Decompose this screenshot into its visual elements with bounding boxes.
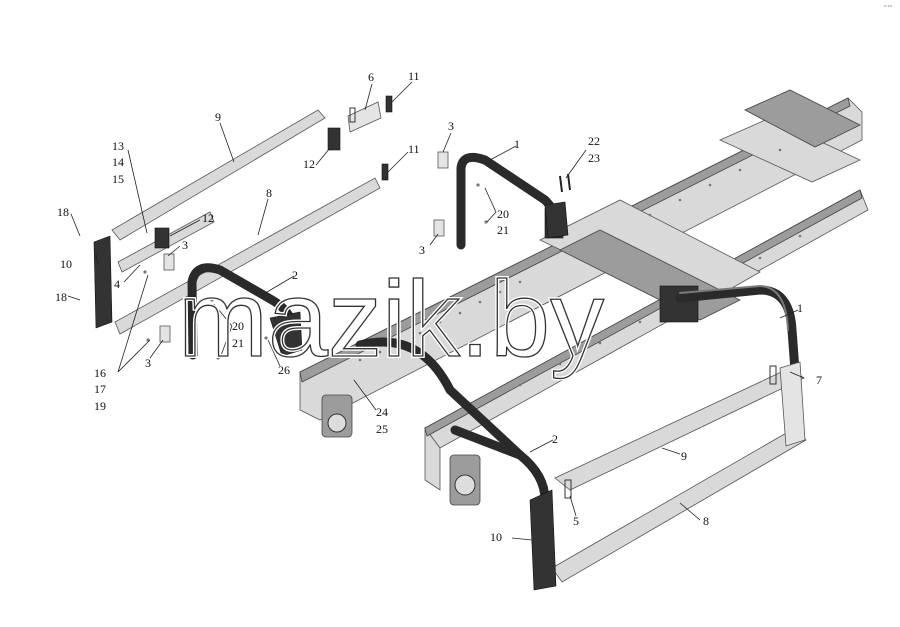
label-11-lower: 11 [408,142,420,156]
tow-hook-right [449,454,481,506]
label-8-exploded: 8 [266,186,272,200]
part-6-clamp [347,101,382,133]
part-bolts-22-23 [559,173,571,193]
label-9-installed: 9 [681,449,687,463]
label-23: 23 [588,151,600,165]
part-3-a [437,151,449,169]
part-bracket-1 [456,152,569,250]
label-3-c: 3 [182,238,188,252]
part-bar-9 [111,109,326,241]
part-11-upper [385,95,393,113]
part-12-upper [327,127,341,151]
label-8-installed: 8 [703,514,709,528]
label-9-exploded: 9 [215,110,221,124]
label-11-upper: 11 [408,69,420,83]
label-2-exploded: 2 [292,268,298,282]
label-18-top: 18 [57,205,69,219]
label-26: 26 [278,363,290,377]
label-22: 22 [588,134,600,148]
label-24: 24 [376,405,388,419]
label-2-installed: 2 [552,432,558,446]
label-10-installed: 10 [490,530,502,544]
label-20-right: 20 [497,207,509,221]
part-bar-8 [114,177,381,335]
label-12-lower: 12 [202,211,214,225]
label-1-right: 1 [797,301,803,315]
label-15: 15 [112,172,124,186]
label-21-right: 21 [497,223,509,237]
watermark: mazik.by mazik.by [176,256,606,381]
label-21-left: 21 [232,336,244,350]
label-13: 13 [112,139,124,153]
leader-lines [67,81,805,541]
part-bracket-2 [187,263,303,360]
svg-text:mazik.by: mazik.by [178,258,604,379]
label-16: 16 [94,366,106,380]
corner-mark: •• ••• [884,3,893,8]
part-3-c [163,253,175,271]
part-end-plate-10 [93,235,113,329]
part-3-b [433,219,445,237]
label-6: 6 [368,70,374,84]
part-12-lower [154,227,170,249]
label-14: 14 [112,155,124,169]
label-10-exploded: 10 [60,257,72,271]
label-7: 7 [816,373,822,387]
tow-hook-left [321,394,353,438]
label-17: 17 [94,382,106,396]
installed-underrun-guard [355,285,807,591]
svg-text:mazik.by: mazik.by [178,258,604,379]
label-3-d: 3 [145,356,151,370]
exploded-parts [93,95,571,360]
label-4: 4 [114,277,120,291]
label-18-bottom: 18 [55,290,67,304]
callout-labels: 1 1 2 2 3 3 3 3 4 5 6 7 8 8 9 9 10 10 11… [55,69,822,544]
part-3-d [159,325,171,343]
label-3-b: 3 [419,243,425,257]
label-25: 25 [376,422,388,436]
label-12-upper: 12 [303,157,315,171]
label-3-a: 3 [448,119,454,133]
label-19: 19 [94,399,106,413]
label-5: 5 [573,514,579,528]
label-20-left: 20 [232,319,244,333]
label-1-top: 1 [514,137,520,151]
part-11-lower [381,163,389,181]
